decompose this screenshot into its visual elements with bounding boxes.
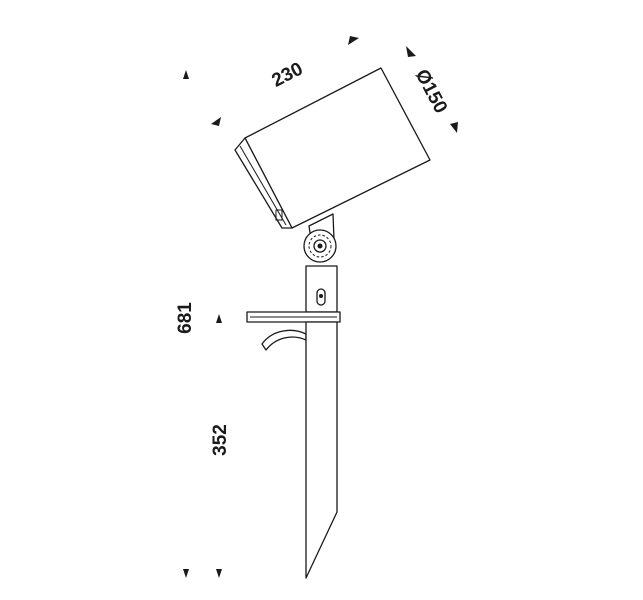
length-arrow-end [348,36,359,45]
length-label: 230 [269,59,307,92]
diameter-arrow-end [450,122,458,133]
bezel-detail [275,209,283,221]
lamp-head [234,67,431,229]
total-height-arrow-bottom [183,569,189,578]
total-height-arrow-top [183,70,189,79]
total-height-label: 681 [175,302,196,334]
ground-spike [305,321,338,579]
swivel-knuckle [303,229,337,263]
power-cable [261,329,307,351]
diameter-label: Ø150 [411,66,451,117]
spike-height-arrow-top [216,314,222,323]
length-arrow-start [211,117,221,126]
spike-height-arrow-bottom [216,569,222,578]
knuckle-bolt [317,243,323,249]
bezel-inner-line [239,145,287,226]
spike-height-label: 352 [210,424,231,456]
tube-screw [319,294,323,298]
knuckle-teeth [308,234,332,258]
lamp-front-bezel [234,137,293,229]
diameter-arrow-start [406,46,416,57]
